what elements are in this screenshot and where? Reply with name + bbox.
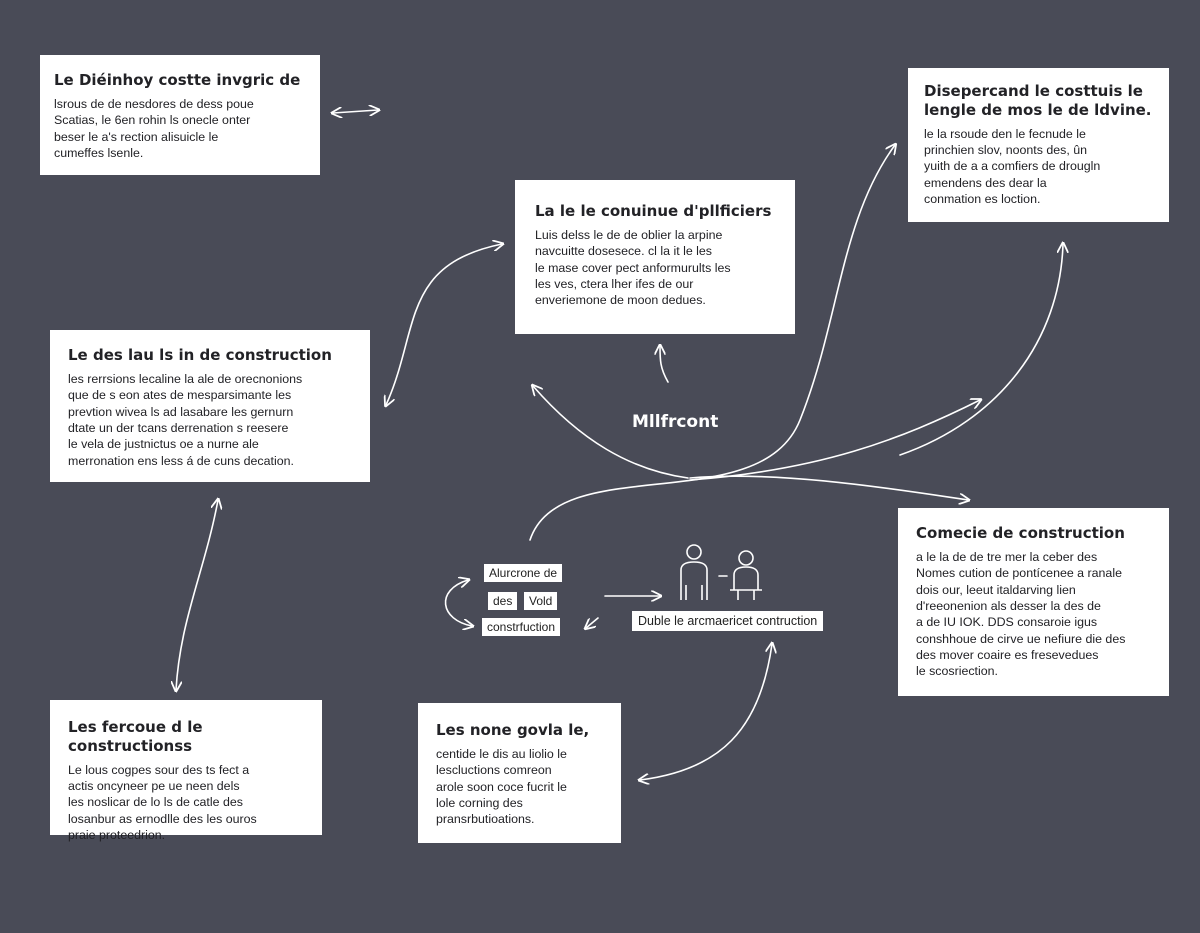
box-title: Les none govla le,: [436, 721, 590, 739]
person-seated-icon: [730, 550, 762, 600]
mini-label-c: Vold: [524, 592, 558, 610]
box-mid-left: Le des lau ls in de construction les rer…: [50, 330, 370, 482]
box-body: les rerrsions lecaline la ale de orecnon…: [68, 371, 303, 468]
arrow-midleft-topcenter: [386, 244, 502, 405]
box-title: La le le conuinue d'pllficiers: [535, 202, 772, 220]
arrow-left-swoop: [533, 386, 689, 479]
box-top-right: Disepercand le costtuis le lengle de mos…: [908, 68, 1169, 222]
arrow-midleft-bottomleft: [176, 500, 218, 690]
mini-label-a: Alurcrone de: [484, 564, 563, 582]
box-title: Les fercoue d le constructionss: [68, 718, 203, 755]
box-top-center: La le le conuinue d'pllficiers Luis dels…: [515, 180, 795, 334]
arrow-to-top-right: [529, 145, 895, 541]
arrow-bottom-center-up: [640, 644, 772, 780]
box-title: Le Diéinhoy costte invgric de: [54, 71, 301, 89]
box-body: Le lous cogpes sour des ts fect a actis …: [68, 762, 257, 843]
arrow-top-left-double: [333, 110, 378, 113]
box-title: Comecie de construction: [916, 524, 1125, 542]
box-top-left: Le Diéinhoy costte invgric de lsrous de …: [40, 55, 320, 175]
arrow-to-top-center: [660, 346, 669, 383]
mini-label-b: des: [488, 592, 518, 610]
box-title: Disepercand le costtuis le lengle de mos…: [924, 82, 1152, 119]
arrow-right-up-curve: [899, 244, 1063, 456]
box-bottom-left: Les fercoue d le constructionss Le lous …: [50, 700, 322, 842]
box-body: lsrous de de nesdores de dess poue Scati…: [54, 96, 254, 160]
person-outline-icon: [680, 544, 708, 600]
arrow-to-top-right-lower: [689, 400, 980, 481]
arrow-mini-back: [586, 617, 599, 628]
box-body: a le la de de tre mer la ceber des Nomes…: [916, 549, 1126, 679]
box-mid-right: Comecie de construction a le la de de tr…: [898, 508, 1169, 696]
arrow-mini-loop: [444, 580, 472, 626]
box-body: le la rsoude den le fecnude le princhien…: [924, 126, 1101, 207]
box-title: Le des lau ls in de construction: [68, 346, 332, 364]
mini-label-d: constrfuction: [482, 618, 561, 636]
arrow-to-right-box: [689, 475, 968, 500]
box-body: centide le dis au liolio le lescluctions…: [436, 746, 567, 827]
mini-label-e: Duble le arcmaericet contruction: [632, 611, 824, 631]
box-body: Luis delss le de de oblier la arpine nav…: [535, 227, 731, 308]
box-bottom-center: Les none govla le, centide le dis au lio…: [418, 703, 621, 843]
center-label: Mllfrcont: [632, 412, 719, 432]
